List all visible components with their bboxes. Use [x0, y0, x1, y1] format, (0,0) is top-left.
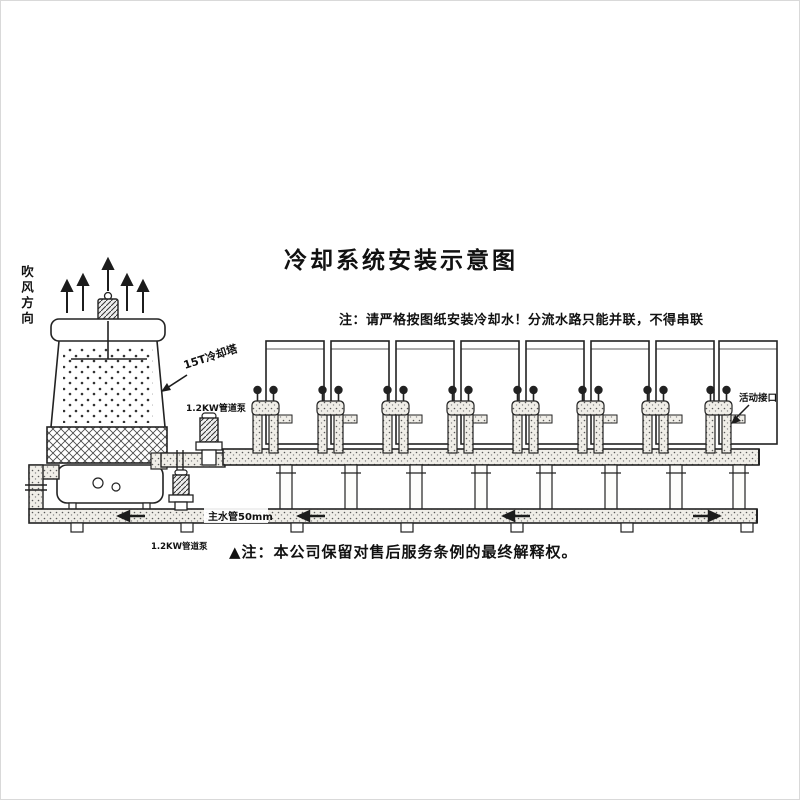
machine-unit [576, 340, 650, 512]
spray-water [63, 347, 153, 423]
machine-unit [641, 340, 715, 512]
tower-body [50, 340, 166, 428]
header-pipe [222, 448, 760, 466]
flexible-joint-label: 活动接口 [739, 392, 777, 404]
upper-pipeline-pump [195, 412, 223, 466]
cooling-tower-label: 15T冷却塔 [182, 341, 240, 372]
machine-unit [251, 340, 325, 512]
machine-unit [704, 340, 778, 512]
tower-fill-section [46, 426, 168, 464]
fan-motor [97, 298, 119, 322]
main-pipe-label: 主水管50mm [208, 510, 273, 523]
upper-pump-label: 1.2KW管道泵 [186, 402, 247, 414]
airflow-arrows [60, 256, 150, 313]
tower-return-pipe [25, 464, 60, 510]
tower-basin [56, 464, 164, 504]
machine-unit [511, 340, 585, 512]
main-water-pipe [28, 508, 758, 533]
cooling-tower [46, 256, 168, 511]
machine-unit [381, 340, 455, 512]
flexible-joint-callout: 活动接口 [731, 392, 777, 424]
machine-unit [446, 340, 520, 512]
lower-pipeline-pump [168, 469, 194, 511]
main-pipe-label-bg [204, 508, 268, 523]
machine-unit [316, 340, 390, 512]
diagram-title: 冷却系统安装示意图 [284, 248, 518, 274]
installation-note: 注：请严格按图纸安装冷却水！分流水路只能并联，不得串联 [339, 313, 704, 328]
wind-direction-label: 吹风方向 [19, 265, 34, 327]
lower-pump-label: 1.2KW管道泵 [151, 541, 208, 552]
disclaimer-note: ▲注：本公司保留对售后服务条例的最终解释权。 [229, 543, 578, 561]
cooling-tower-callout: 15T冷却塔 [161, 341, 240, 392]
machine-row [251, 340, 778, 512]
flow-arrows [116, 509, 722, 523]
